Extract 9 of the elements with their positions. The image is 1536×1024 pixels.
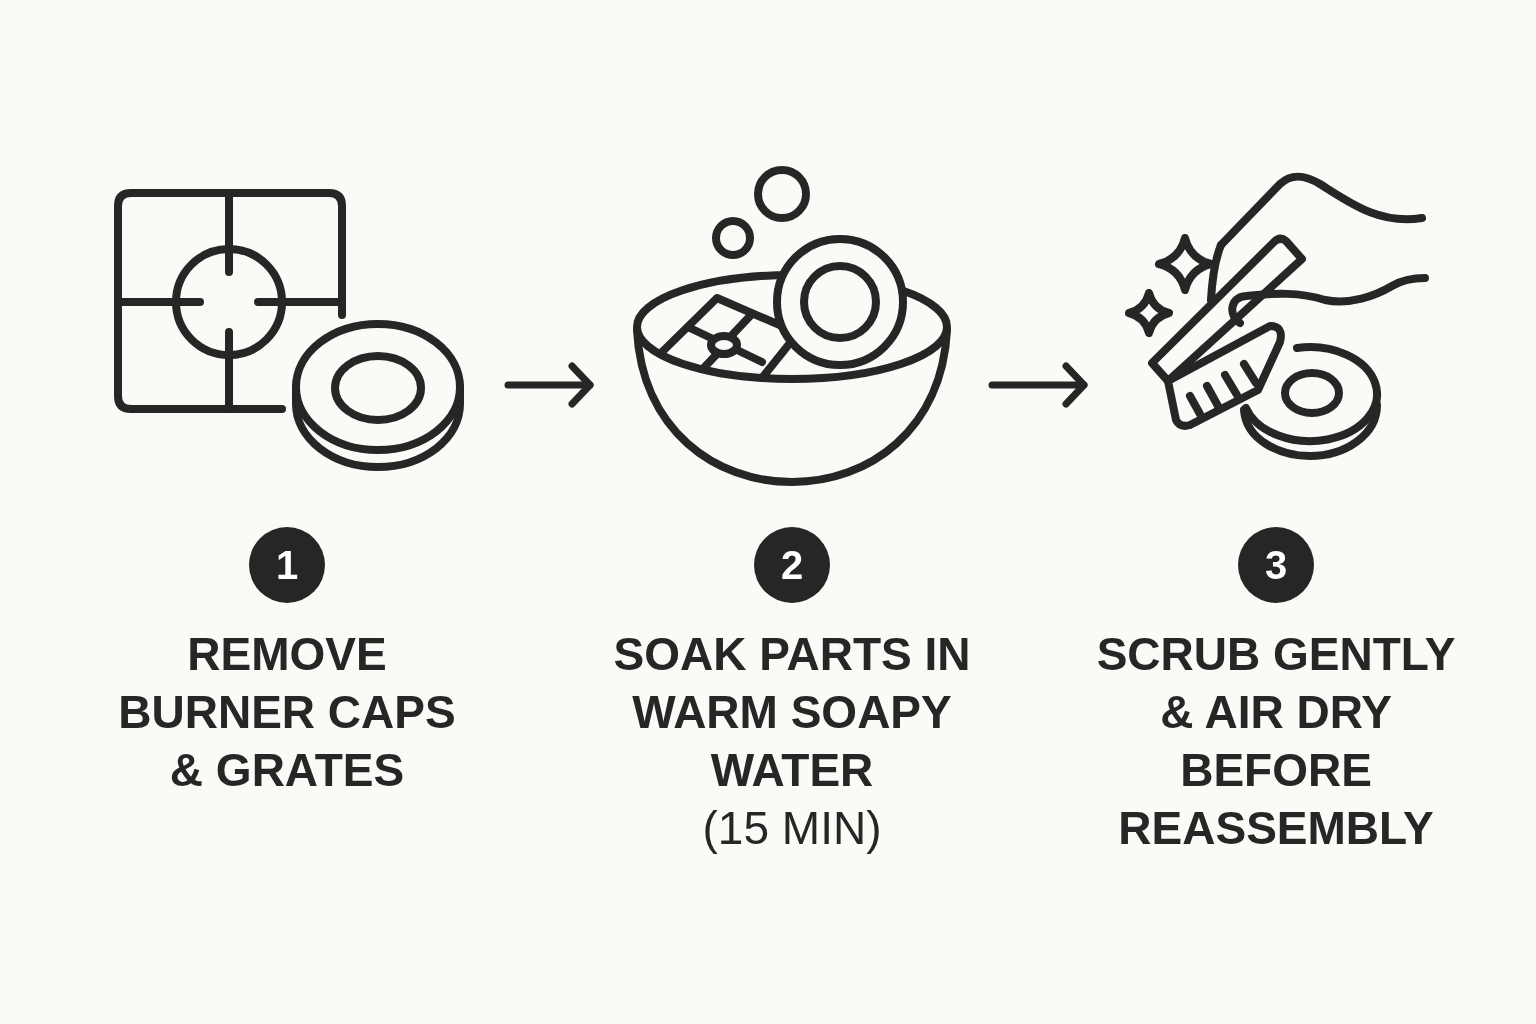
arrow xyxy=(504,362,594,408)
step-caption: REMOVE BURNER CAPS & GRATES xyxy=(117,627,457,798)
step-caption: SOAK PARTS IN WARM SOAPY WATER xyxy=(612,627,972,798)
arrow xyxy=(988,362,1088,408)
step-number-badge: 1 xyxy=(249,527,325,603)
duration-note: (15 MIN) xyxy=(702,801,882,856)
step-caption: SCRUB GENTLY & AIR DRY BEFORE REASSEMBLY xyxy=(1095,627,1457,856)
step-number-badge: 2 xyxy=(754,527,830,603)
step-number-badge: 3 xyxy=(1238,527,1314,603)
